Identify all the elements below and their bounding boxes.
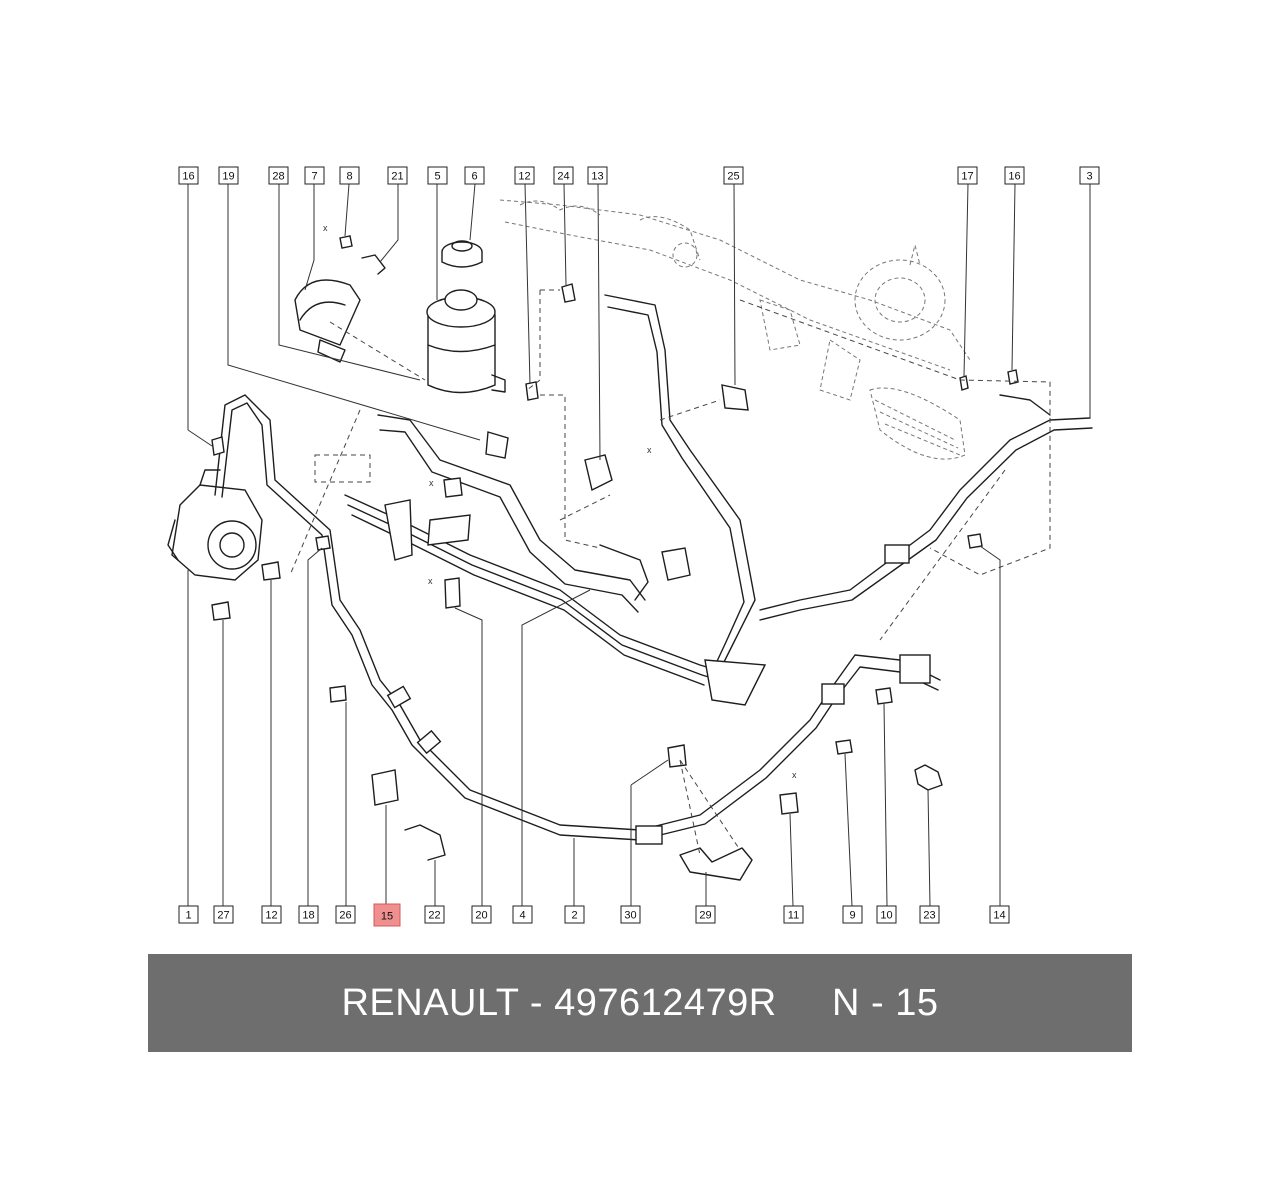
- callout-28: 28: [268, 166, 289, 185]
- part-number-text: RENAULT - 497612479R N - 15: [341, 981, 939, 1024]
- callout-21: 21: [387, 166, 408, 185]
- callout-2: 2: [564, 905, 585, 924]
- svg-text:12: 12: [265, 910, 277, 922]
- return-hoses: [377, 294, 756, 673]
- fluid-reservoir: [426, 289, 506, 394]
- axis-marks: x x x x x: [323, 223, 797, 780]
- callout-26: 26: [335, 905, 356, 924]
- svg-text:17: 17: [961, 171, 973, 183]
- svg-text:24: 24: [557, 171, 569, 183]
- svg-text:16: 16: [182, 171, 194, 183]
- svg-text:30: 30: [624, 910, 636, 922]
- callout-12-bottom: 12: [261, 905, 282, 924]
- parts-diagram: x x x x x: [167, 166, 1100, 927]
- svg-text:29: 29: [699, 910, 711, 922]
- callout-14: 14: [989, 905, 1010, 924]
- svg-text:18: 18: [302, 910, 314, 922]
- svg-text:27: 27: [217, 910, 229, 922]
- svg-text:28: 28: [272, 171, 284, 183]
- fittings: [211, 235, 1019, 881]
- callout-10: 10: [876, 905, 897, 924]
- svg-text:9: 9: [849, 910, 855, 922]
- svg-text:11: 11: [788, 910, 799, 922]
- power-steering-pump: [167, 469, 263, 581]
- callout-23: 23: [919, 905, 940, 924]
- callout-16-top: 16: [178, 166, 199, 185]
- callout-30: 30: [620, 905, 641, 924]
- svg-text:4: 4: [519, 910, 525, 922]
- reservoir-cap: [441, 240, 483, 268]
- svg-text:20: 20: [475, 910, 487, 922]
- steering-rack: [499, 199, 971, 460]
- callout-15-highlighted[interactable]: 15: [373, 903, 401, 927]
- axis-mark: x: [647, 445, 652, 455]
- callout-9: 9: [842, 905, 863, 924]
- svg-text:10: 10: [880, 910, 892, 922]
- callout-19: 19: [218, 166, 239, 185]
- svg-text:23: 23: [923, 910, 935, 922]
- callout-25: 25: [723, 166, 744, 185]
- axis-mark: x: [323, 223, 328, 233]
- svg-text:3: 3: [1086, 171, 1092, 183]
- callout-3: 3: [1079, 166, 1100, 185]
- callout-12-top: 12: [514, 166, 535, 185]
- feed-hose: [759, 394, 1093, 621]
- svg-text:26: 26: [339, 910, 351, 922]
- svg-text:5: 5: [434, 171, 440, 183]
- svg-text:16: 16: [1008, 171, 1020, 183]
- svg-text:22: 22: [428, 910, 440, 922]
- svg-text:19: 19: [222, 171, 234, 183]
- callout-17: 17: [957, 166, 978, 185]
- leader-lines: [187, 183, 1091, 907]
- reservoir-strap: [294, 279, 361, 363]
- callout-8: 8: [339, 166, 360, 185]
- svg-text:14: 14: [993, 910, 1005, 922]
- callout-18: 18: [298, 905, 319, 924]
- svg-text:6: 6: [471, 171, 477, 183]
- part-number-banner: RENAULT - 497612479R N - 15: [148, 954, 1132, 1052]
- callout-5: 5: [427, 166, 448, 185]
- callout-29: 29: [695, 905, 716, 924]
- svg-text:1: 1: [185, 910, 191, 922]
- svg-text:25: 25: [727, 171, 739, 183]
- callout-7: 7: [304, 166, 325, 185]
- axis-mark: x: [792, 770, 797, 780]
- callout-13: 13: [587, 166, 608, 185]
- svg-text:2: 2: [571, 910, 577, 922]
- callout-1: 1: [178, 905, 199, 924]
- svg-text:21: 21: [391, 171, 403, 183]
- svg-text:15: 15: [381, 911, 393, 923]
- callout-6: 6: [464, 166, 485, 185]
- callout-16-right: 16: [1004, 166, 1025, 185]
- reference-lines: [289, 289, 1051, 856]
- svg-text:12: 12: [518, 171, 530, 183]
- callout-20: 20: [471, 905, 492, 924]
- callout-22: 22: [424, 905, 445, 924]
- callout-4: 4: [512, 905, 533, 924]
- axis-mark: x: [429, 478, 434, 488]
- callout-27: 27: [213, 905, 234, 924]
- callout-24: 24: [553, 166, 574, 185]
- pressure-line: [214, 394, 941, 845]
- callout-11: 11: [783, 905, 804, 924]
- rigid-lines: [344, 494, 767, 706]
- axis-mark: x: [428, 576, 433, 586]
- svg-text:13: 13: [591, 171, 603, 183]
- svg-text:7: 7: [311, 171, 317, 183]
- svg-text:8: 8: [346, 171, 352, 183]
